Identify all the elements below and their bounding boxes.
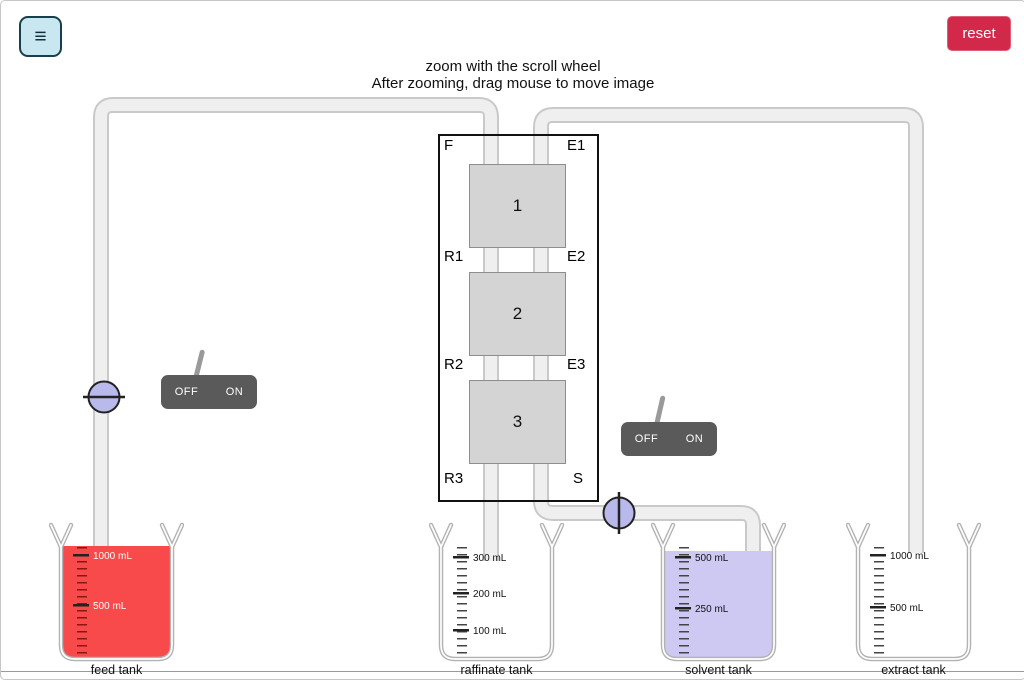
feed-scale-label-500: 500 mL [93, 601, 127, 612]
raffinate-scale-label-100: 100 mL [473, 626, 507, 637]
extract-scale-ticks [874, 547, 884, 657]
extract-scale-label-1000: 1000 mL [890, 551, 929, 562]
feed-scale-label-1000: 1000 mL [93, 551, 132, 562]
feed-raffinate-pipe-fill [95, 99, 497, 561]
solvent-tank: 500 mL 250 mL solvent tank [650, 519, 787, 679]
raffinate-beaker-outline-core [430, 524, 563, 660]
port-label-E1: E1 [567, 137, 586, 154]
instruction-line-1: zoom with the scroll wheel [425, 58, 601, 75]
extraction-column-frame [438, 134, 599, 502]
extract-beaker-outline-core [847, 524, 980, 660]
feed-switch-on-label[interactable]: ON [225, 386, 244, 398]
port-label-S: S [573, 470, 584, 487]
port-label-R3: R3 [444, 470, 464, 487]
raffinate-major-tick-300 [453, 556, 469, 559]
port-label-R2: R2 [444, 356, 464, 373]
solvent-scale-label-250: 250 mL [695, 604, 729, 615]
raffinate-major-tick-200 [453, 592, 469, 595]
stage-2-label: 2 [512, 304, 523, 323]
solvent-beaker-outline-core [652, 524, 785, 660]
feed-switch[interactable]: OFF ON [161, 375, 257, 409]
raffinate-tank: 300 mL 200 mL 100 mL raffinate tank [428, 519, 565, 679]
raffinate-scale-label-300: 300 mL [473, 553, 507, 564]
port-label-R1: R1 [444, 248, 464, 265]
feed-tank: 1000 mL 500 mL feed tank [48, 519, 185, 679]
reset-button[interactable]: reset [947, 16, 1011, 51]
solvent-tank-label: solvent tank [685, 663, 752, 677]
solvent-tank-liquid [665, 551, 772, 659]
solvent-scale-ticks [679, 547, 689, 657]
instruction-line-2: After zooming, drag mouse to move image [371, 75, 655, 92]
solvent-major-tick-250 [675, 607, 691, 610]
feed-beaker-outline-core [50, 524, 183, 660]
port-label-E3: E3 [567, 356, 586, 373]
feed-tank-liquid [63, 546, 170, 659]
menu-button[interactable]: ≡ [19, 16, 62, 57]
feed-tank-label: feed tank [90, 663, 143, 677]
stage-box-1: 1 [469, 164, 566, 248]
feed-raffinate-pipe [93, 97, 499, 561]
solvent-valve[interactable] [595, 489, 643, 537]
stage-3-label: 3 [512, 412, 523, 431]
raffinate-scale-label-200: 200 mL [473, 589, 507, 600]
raffinate-major-tick-100 [453, 629, 469, 632]
solvent-switch[interactable]: OFF ON [621, 422, 717, 456]
solvent-major-tick-500 [675, 556, 691, 559]
extract-scale-label-500: 500 mL [890, 603, 924, 614]
port-label-F: F [444, 137, 454, 154]
extract-major-tick-500 [870, 606, 886, 609]
extract-tank-label: extract tank [881, 663, 946, 677]
feed-valve[interactable] [80, 373, 128, 421]
extract-major-tick-1000 [870, 554, 886, 557]
frame-bottom-line [1, 671, 1024, 672]
feed-switch-off-label[interactable]: OFF [174, 386, 199, 398]
feed-major-tick-1000 [73, 554, 89, 557]
stage-box-2: 2 [469, 272, 566, 356]
stage-1-label: 1 [512, 196, 523, 215]
stage-box-3: 3 [469, 380, 566, 464]
raffinate-tank-label: raffinate tank [460, 663, 533, 677]
solvent-switch-on-label[interactable]: ON [685, 433, 704, 445]
solvent-scale-label-500: 500 mL [695, 553, 729, 564]
extract-tank: 1000 mL 500 mL extract tank [845, 519, 982, 679]
raffinate-scale-ticks [457, 547, 467, 657]
hamburger-icon: ≡ [34, 24, 47, 48]
solvent-switch-off-label[interactable]: OFF [634, 433, 659, 445]
feed-major-tick-500 [73, 604, 89, 607]
feed-scale-ticks [77, 547, 87, 657]
extract-beaker-outline [845, 522, 982, 662]
port-label-E2: E2 [567, 248, 586, 265]
